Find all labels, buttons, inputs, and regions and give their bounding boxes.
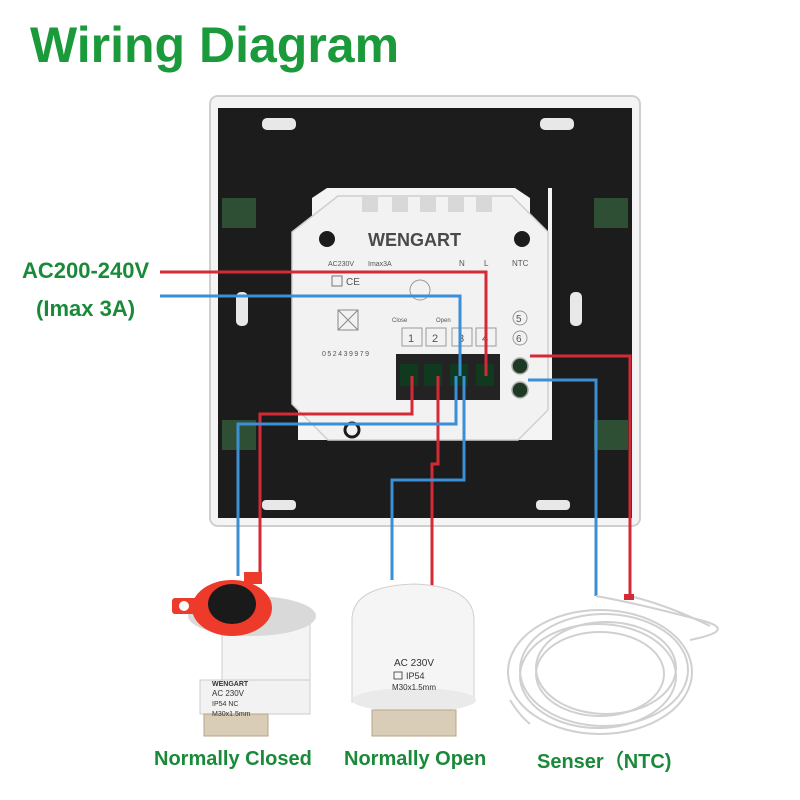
nc-brand: WENGART — [212, 681, 249, 688]
mount-hole — [514, 231, 530, 247]
close-label: Close — [392, 318, 408, 324]
no-spec-3: M30x1.5mm — [392, 683, 436, 692]
supply-current-label: (Imax 3A) — [36, 296, 136, 321]
ntc-sensor-coil — [507, 595, 719, 735]
neutral-wires — [160, 294, 598, 596]
terminal-ntc-label: NTC — [512, 259, 529, 268]
no-spec-1: AC 230V — [394, 658, 434, 669]
mount-slot — [236, 292, 248, 326]
terminal-6-label: 6 — [516, 334, 522, 345]
spec-current: Imax3A — [368, 261, 392, 268]
terminal-n-label: N — [459, 259, 465, 268]
terminal-2-label: 2 — [432, 333, 438, 345]
mount-slot — [262, 118, 296, 130]
brand-label: WENGART — [368, 230, 461, 250]
terminal-5-label: 5 — [516, 314, 522, 325]
mount-slot — [262, 500, 296, 510]
actuator-normally-closed: WENGART AC 230V IP54 NC M30x1.5mm — [172, 572, 316, 737]
terminal-1-label: 1 — [408, 333, 414, 345]
no-spec-2: IP54 — [406, 671, 425, 681]
mount-slot — [540, 118, 574, 130]
side-clip — [594, 198, 628, 228]
nc-spec-3: M30x1.5mm — [212, 711, 251, 718]
mount-hole — [319, 231, 335, 247]
spec-voltage: AC230V — [328, 261, 354, 268]
side-clip — [222, 198, 256, 228]
label-normally-closed: Normally Closed — [154, 748, 312, 770]
label-sensor-ntc: Senser（NTC) — [537, 751, 672, 773]
ce-mark: CE — [346, 277, 360, 288]
live-wires — [160, 270, 632, 596]
mount-slot — [536, 500, 570, 510]
side-clip — [594, 420, 628, 450]
nc-spec-2: IP54 NC — [212, 701, 238, 708]
nc-spec-1: AC 230V — [212, 689, 245, 698]
diagram-title: Wiring Diagram — [30, 17, 400, 73]
actuator-normally-open: AC 230V IP54 M30x1.5mm — [351, 583, 476, 737]
open-label: Open — [436, 318, 451, 324]
terminal-l-label: L — [484, 259, 489, 268]
supply-voltage-label: AC200-240V — [22, 258, 150, 283]
serial-number: 052439979 — [322, 351, 371, 358]
mount-slot — [570, 292, 582, 326]
sensor-terminal-screw — [511, 381, 529, 399]
label-normally-open: Normally Open — [344, 748, 487, 770]
sensor-terminal-screw — [511, 357, 529, 375]
